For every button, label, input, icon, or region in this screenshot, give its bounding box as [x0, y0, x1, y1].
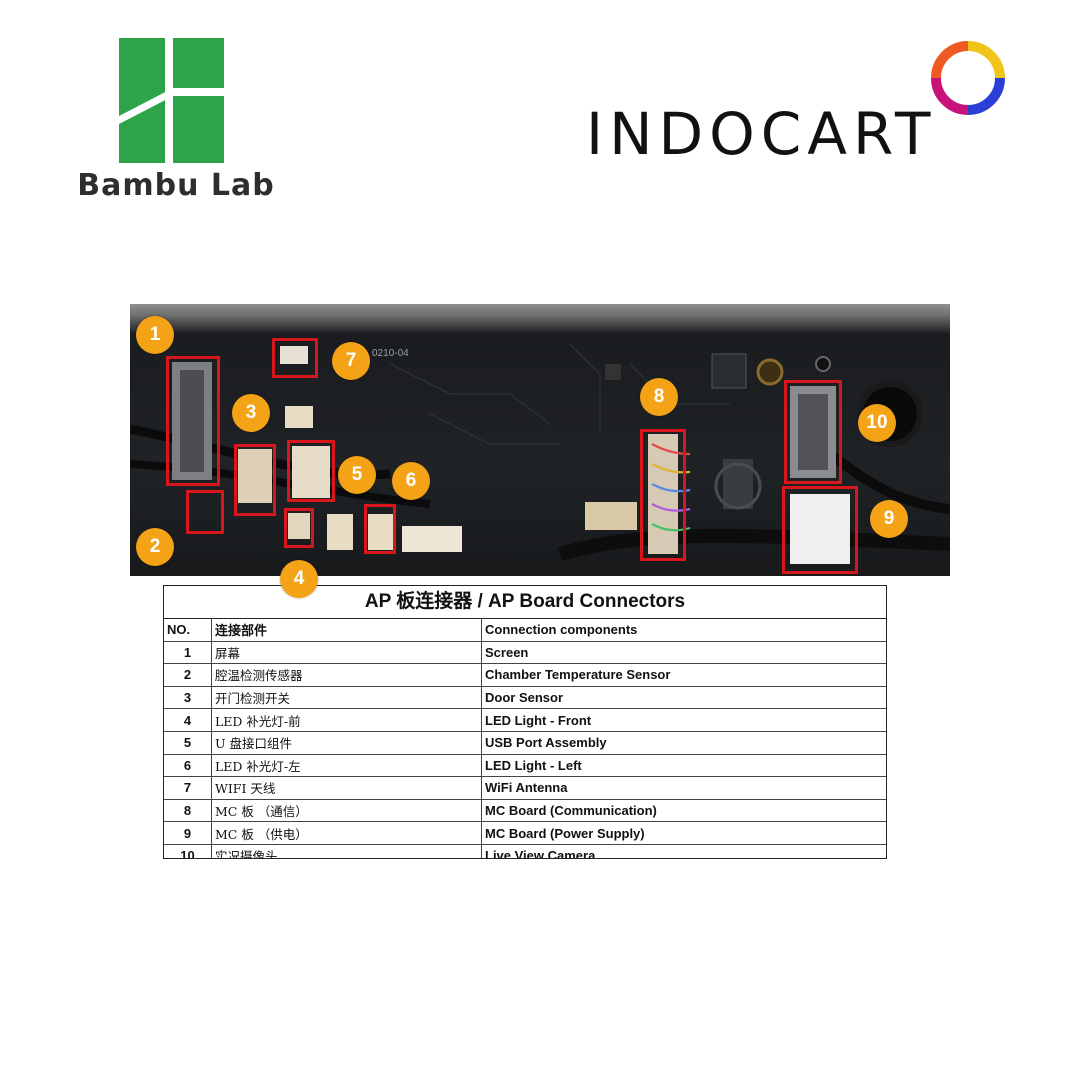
callout-badge-6: 6 — [392, 462, 430, 500]
callout-badge-1: 1 — [136, 316, 174, 354]
row-component-en: WiFi Antenna — [481, 776, 886, 800]
bambu-lab-logo: Bambu Lab — [56, 38, 296, 208]
row-number: 7 — [164, 776, 212, 800]
table-header-row: NO. 连接部件 Connection components — [164, 619, 886, 642]
row-component-zh: 开门检测开关 — [211, 686, 482, 710]
callout-badge-10: 10 — [858, 404, 896, 442]
board-part-code: 0210-04 — [372, 348, 409, 359]
row-component-en: Screen — [481, 641, 886, 665]
callout-badge-2: 2 — [136, 528, 174, 566]
callout-badge-7: 7 — [332, 342, 370, 380]
header-zh: 连接部件 — [211, 619, 482, 642]
row-number: 2 — [164, 663, 212, 687]
row-component-zh: 实况摄像头 — [211, 844, 482, 858]
callout-badge-5: 5 — [338, 456, 376, 494]
row-component-en: LED Light - Left — [481, 754, 886, 778]
highlight-camera-connector — [784, 380, 842, 484]
bambu-lab-wordmark: Bambu Lab — [77, 168, 275, 203]
row-component-zh: WIFI 天线 — [211, 776, 482, 800]
highlight-led-left-connector — [364, 504, 396, 554]
ap-board-photo: 0210-04 1 2 3 5 6 7 8 9 10 — [130, 304, 950, 576]
callout-badge-9: 9 — [870, 500, 908, 538]
row-component-en: Live View Camera — [481, 844, 886, 858]
indocart-logo: INDOCART — [582, 40, 1022, 170]
highlight-mc-power-connector — [782, 486, 858, 574]
highlight-door-sensor-connector — [234, 444, 276, 516]
row-number: 8 — [164, 799, 212, 823]
row-component-zh: 腔温检测传感器 — [211, 663, 482, 687]
row-component-en: LED Light - Front — [481, 708, 886, 732]
row-component-en: USB Port Assembly — [481, 731, 886, 755]
bambu-lab-logo-icon — [119, 38, 224, 163]
highlight-led-front-connector — [284, 508, 314, 548]
callout-badge-3: 3 — [232, 394, 270, 432]
row-component-zh: MC 板 （通信） — [211, 799, 482, 823]
highlight-usb-connector — [287, 440, 335, 502]
row-number: 1 — [164, 641, 212, 665]
row-component-en: MC Board (Power Supply) — [481, 821, 886, 845]
row-number: 3 — [164, 686, 212, 710]
row-component-en: Chamber Temperature Sensor — [481, 663, 886, 687]
row-number: 6 — [164, 754, 212, 778]
row-component-zh: U 盘接口组件 — [211, 731, 482, 755]
row-component-en: MC Board (Communication) — [481, 799, 886, 823]
highlight-mc-communication-connector — [640, 429, 686, 561]
row-number: 10 — [164, 844, 212, 858]
header-no: NO. — [164, 619, 212, 642]
indocart-ring-logo-icon — [931, 41, 1005, 115]
header-en: Connection components — [481, 619, 886, 642]
row-component-zh: LED 补光灯-左 — [211, 754, 482, 778]
row-component-en: Door Sensor — [481, 686, 886, 710]
table-title: AP 板连接器 / AP Board Connectors — [164, 586, 886, 619]
highlight-wifi-connector — [272, 338, 318, 378]
highlight-chamber-temp-connector — [186, 490, 224, 534]
row-component-zh: LED 补光灯-前 — [211, 708, 482, 732]
row-number: 4 — [164, 708, 212, 732]
indocart-wordmark: INDOCART — [586, 100, 937, 168]
row-component-zh: 屏幕 — [211, 641, 482, 665]
row-number: 5 — [164, 731, 212, 755]
row-component-zh: MC 板 （供电） — [211, 821, 482, 845]
row-number: 9 — [164, 821, 212, 845]
callout-badge-4: 4 — [280, 560, 318, 598]
highlight-screen-connector — [166, 356, 220, 486]
ap-board-connectors-table: AP 板连接器 / AP Board Connectors NO. 连接部件 C… — [163, 585, 887, 859]
callout-badge-8: 8 — [640, 378, 678, 416]
